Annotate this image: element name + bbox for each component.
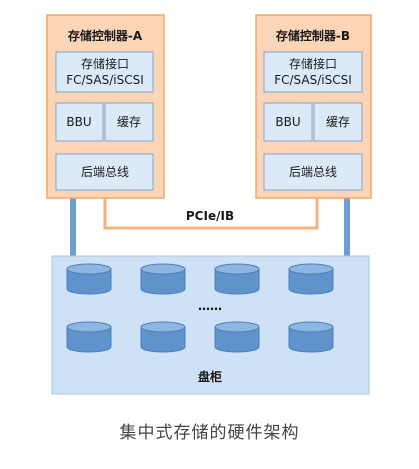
pcie-ib-label: PCIe/IB xyxy=(186,209,234,223)
disk-icon xyxy=(288,263,334,295)
controller-b-backend-bus-label: 后端总线 xyxy=(289,165,337,179)
controller-b-bbu-label: BBU xyxy=(275,115,300,129)
controller-b-interface-label: 存储接口 xyxy=(289,56,337,71)
disk-icon xyxy=(66,321,112,353)
controller-b-bbu-box xyxy=(263,102,313,142)
disk-icon xyxy=(214,321,260,353)
controller-b-backend-bus-box xyxy=(263,153,363,191)
controller-b: 存储控制器-B 存储接口 FC/SAS/iSCSI BBU 缓存 后端总线 xyxy=(255,14,372,199)
controller-a-bbu-box xyxy=(55,102,104,142)
disk-enclosure: …… 盘柜 xyxy=(51,255,370,395)
controller-a-backend-link xyxy=(70,198,76,256)
controller-b-cache-box xyxy=(313,102,363,142)
controller-a-interface-protocols: FC/SAS/iSCSI xyxy=(66,73,144,87)
controller-a: 存储控制器-A 存储接口 FC/SAS/iSCSI BBU 缓存 后端总线 xyxy=(46,14,165,199)
controller-b-cache-label: 缓存 xyxy=(326,115,350,129)
controller-b-title: 存储控制器-B xyxy=(275,28,350,43)
disk-enclosure-label: 盘柜 xyxy=(198,369,222,384)
controller-a-title: 存储控制器-A xyxy=(67,28,143,43)
disk-icon xyxy=(140,263,186,295)
controller-b-interface-protocols: FC/SAS/iSCSI xyxy=(274,73,352,87)
controller-a-cache-box xyxy=(104,102,154,142)
controller-a-bbu-label: BBU xyxy=(66,115,91,129)
controller-b-backend-link xyxy=(344,198,350,256)
disk-icon xyxy=(288,321,334,353)
controller-a-backend-bus-box xyxy=(55,153,154,191)
controller-a-interface-label: 存储接口 xyxy=(81,56,129,71)
controller-b-interface-box xyxy=(263,51,363,93)
figure-caption: 集中式存储的硬件架构 xyxy=(119,423,300,443)
disk-array xyxy=(66,263,334,353)
storage-architecture-diagram: PCIe/IB 存储控制器-A 存储接口 FC/SAS/iSCSI BBU 缓存… xyxy=(46,14,372,395)
disk-icon xyxy=(214,263,260,295)
disk-ellipsis: …… xyxy=(198,299,222,313)
controller-a-backend-bus-label: 后端总线 xyxy=(81,165,129,179)
pcie-ib-link xyxy=(103,198,319,230)
disk-icon xyxy=(140,321,186,353)
controller-a-cache-label: 缓存 xyxy=(117,115,141,129)
controller-a-interface-box xyxy=(55,51,154,93)
disk-icon xyxy=(66,263,112,295)
